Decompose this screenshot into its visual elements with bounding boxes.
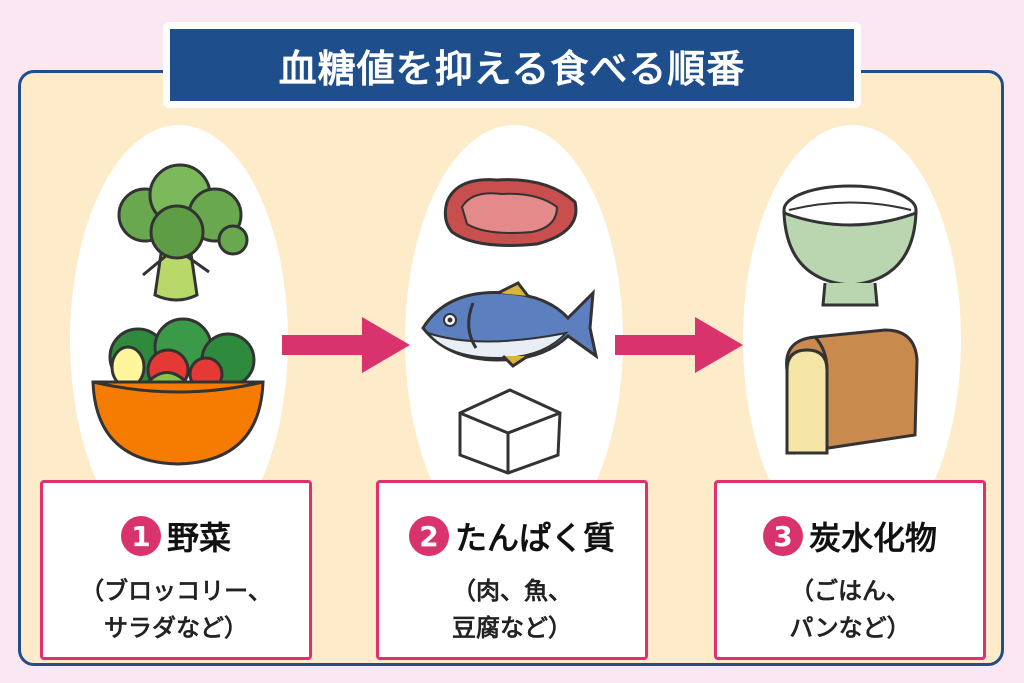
title-banner: 血糖値を抑える食べる順番 [163,22,861,108]
step-number-badge: 1 [120,516,161,556]
tofu-icon [458,388,562,475]
step-examples: （肉、魚、 豆腐など） [379,573,645,647]
step-number-badge: 2 [408,516,449,556]
arrow-right-icon [282,317,410,373]
step-card-vegetables: 1 野菜 （ブロッコリー、 サラダなど） [40,480,312,660]
step-card-carbs: 3 炭水化物 （ごはん、 パンなど） [714,480,986,660]
step-name: 炭水化物 [808,519,937,557]
step-examples-line: 豆腐など） [452,614,572,643]
step-heading: 3 炭水化物 [717,513,983,559]
step-number-badge: 3 [762,516,803,556]
broccoli-icon [117,163,249,302]
step-heading: 1 野菜 [43,513,309,559]
salad-bowl-icon [91,317,265,466]
step-examples-line: サラダなど） [104,614,248,643]
step-examples: （ごはん、 パンなど） [717,573,983,647]
step-examples-line: （ブロッコリー、 [80,577,272,605]
step-heading: 2 たんぱく質 [379,513,645,559]
step-examples: （ブロッコリー、 サラダなど） [43,573,309,647]
step-name: たんぱく質 [454,519,615,557]
bread-icon [785,328,919,455]
rice-bowl-icon [782,184,918,307]
arrow-right-icon [615,317,743,373]
page-title: 血糖値を抑える食べる順番 [170,29,854,101]
step-examples-line: （肉、魚、 [452,577,572,605]
meat-icon [443,178,578,247]
step-name: 野菜 [166,519,231,557]
step-examples-line: （ごはん、 [790,577,910,605]
fish-icon [421,281,598,368]
step-examples-line: パンなど） [789,614,911,643]
step-card-protein: 2 たんぱく質 （肉、魚、 豆腐など） [376,480,648,660]
